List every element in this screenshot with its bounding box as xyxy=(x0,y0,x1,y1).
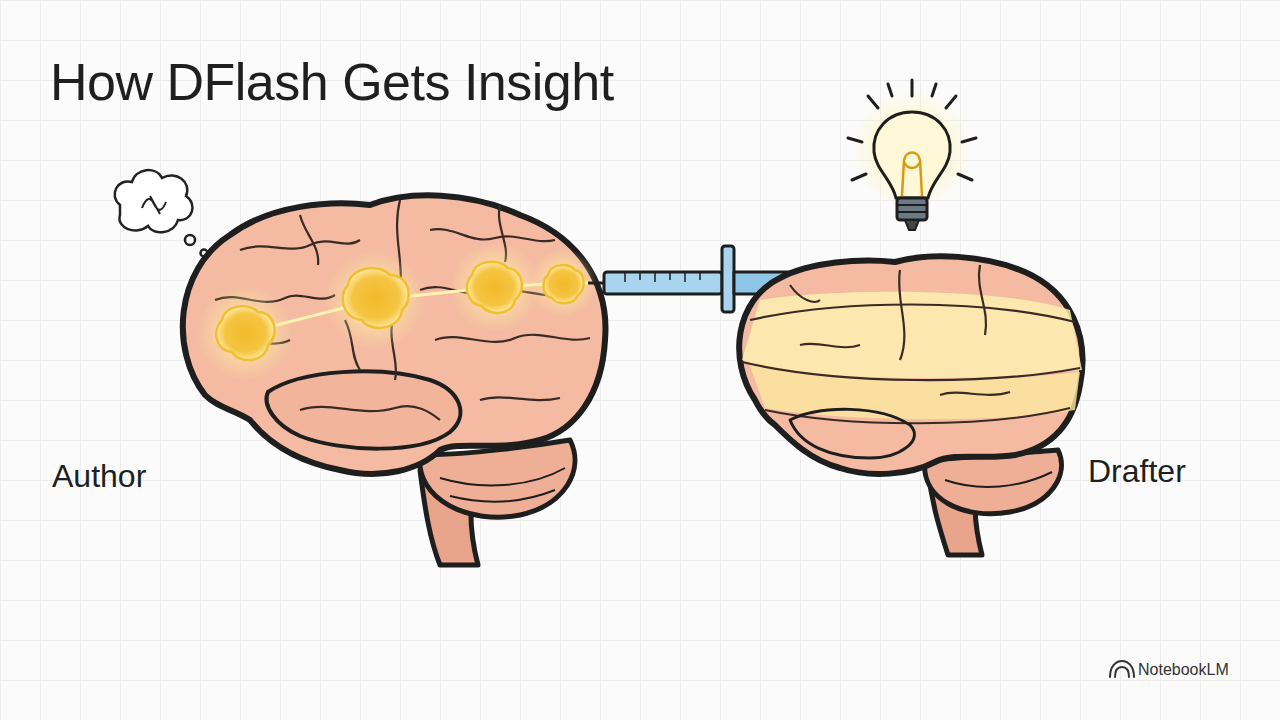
author-label: Author xyxy=(52,458,146,495)
lightbulb xyxy=(848,80,976,230)
notebooklm-logo xyxy=(1110,661,1134,677)
thought-bubble xyxy=(115,170,208,256)
drafter-brain xyxy=(739,256,1082,555)
watermark: NotebookLM xyxy=(1138,661,1229,679)
author-brain xyxy=(183,195,606,565)
drafter-label: Drafter xyxy=(1088,453,1186,490)
slide-title: How DFlash Gets Insight xyxy=(50,52,614,112)
